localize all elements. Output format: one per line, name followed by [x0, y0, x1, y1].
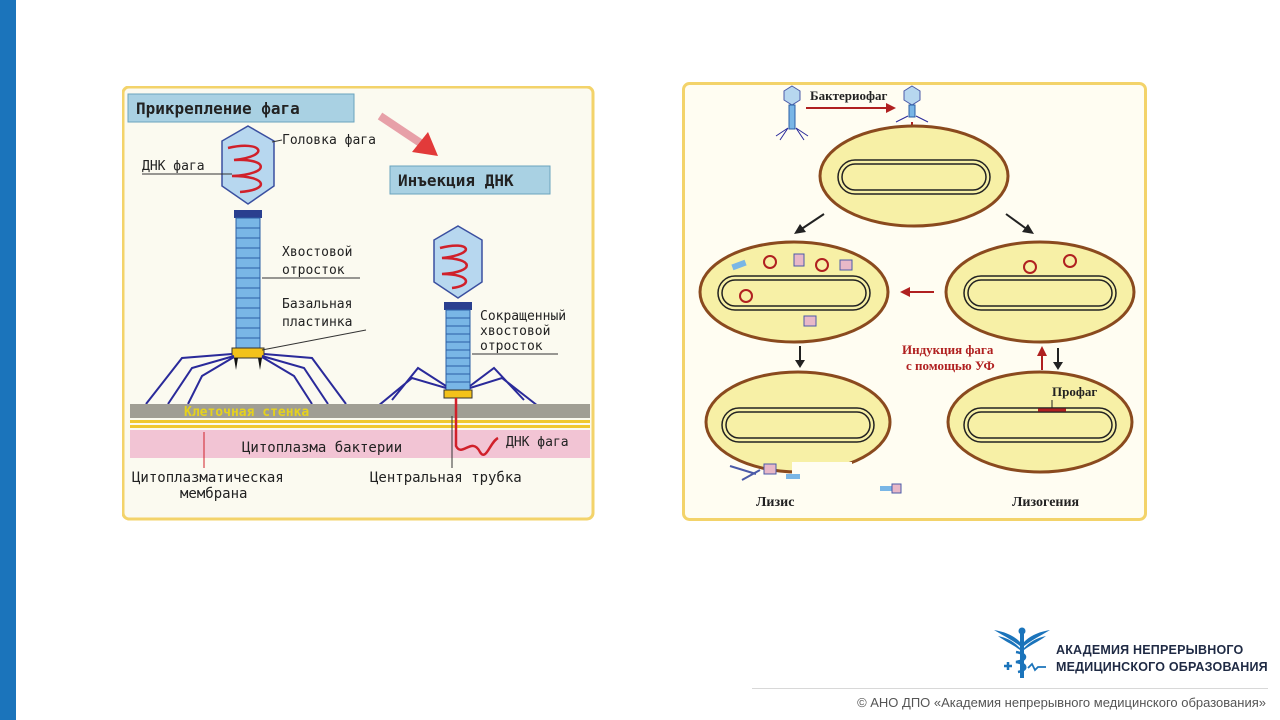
logo-line-1: АКАДЕМИЯ НЕПРЕРЫВНОГО: [1056, 643, 1244, 657]
contracted-label-3: отросток: [480, 339, 543, 354]
plate-label-1: Базальная: [282, 297, 352, 312]
cell-wall-band: [130, 404, 590, 418]
accent-side-bar: [0, 0, 16, 720]
tail-label-1: Хвостовой: [282, 245, 352, 260]
caduceus-logo-icon: [994, 627, 1050, 678]
dna-label-2: ДНК фага: [506, 435, 569, 450]
lysis-label: Лизис: [756, 495, 794, 510]
bacterium-lysis: [704, 370, 902, 502]
cytoplasm-label: Цитоплазма бактерии: [242, 440, 402, 456]
phage-contracted-icon: [377, 225, 539, 407]
bacterium-infected: [818, 124, 1010, 228]
footer-divider: [752, 688, 1268, 689]
phage-tail-icon: [235, 217, 261, 349]
lysogeny-label: Лизогения: [1012, 495, 1080, 510]
copyright-text: © АНО ДПО «Академия непрерывного медицин…: [857, 695, 1266, 710]
membrane-label-2: мембрана: [180, 486, 247, 502]
central-tube-label: Центральная трубка: [370, 470, 522, 486]
bacteriophage-label: Бактериофаг: [810, 88, 887, 103]
induction-label-1: Индукция фага: [902, 342, 994, 357]
logo-line-2: МЕДИЦИНСКОГО ОБРАЗОВАНИЯ: [1056, 660, 1268, 674]
plate-label-2: пластинка: [282, 315, 352, 330]
academy-logo: АКАДЕМИЯ НЕПРЕРЫВНОГО МЕДИЦИНСКОГО ОБРАЗ…: [990, 622, 1270, 682]
tail-label-2: отросток: [282, 263, 345, 278]
prophage-label: Профаг: [1052, 384, 1097, 399]
bacterium-lytic: [698, 240, 890, 344]
membrane-label-1: Цитоплазматическая: [132, 470, 284, 486]
contracted-label-2: хвостовой: [480, 324, 550, 339]
title-attach: Прикрепление фага: [136, 99, 300, 118]
bacterium-lysogenic: [944, 240, 1136, 344]
phage-head-icon: [221, 125, 275, 205]
contracted-label-1: Сокращенный: [480, 309, 566, 324]
cell-wall-label: Клеточная стенка: [184, 405, 309, 420]
head-label: Головка фага: [282, 133, 376, 148]
induction-label-2: с помощью УФ: [906, 358, 995, 373]
dna-label: ДНК фага: [142, 159, 205, 174]
title-inject: Инъекция ДНК: [398, 171, 514, 190]
phage-infection-diagram: Прикрепление фага Инъекция ДНК Головка ф…: [122, 86, 595, 521]
cytoplasm-band: [130, 430, 590, 458]
bacterium-prophage: [946, 370, 1134, 474]
lytic-lysogenic-cycle-diagram: Бактериофаг Индукция ф: [682, 82, 1147, 521]
bacteriophage-icon: [775, 85, 809, 141]
logo-text: АКАДЕМИЯ НЕПРЕРЫВНОГО МЕДИЦИНСКОГО ОБРАЗ…: [1056, 642, 1268, 676]
